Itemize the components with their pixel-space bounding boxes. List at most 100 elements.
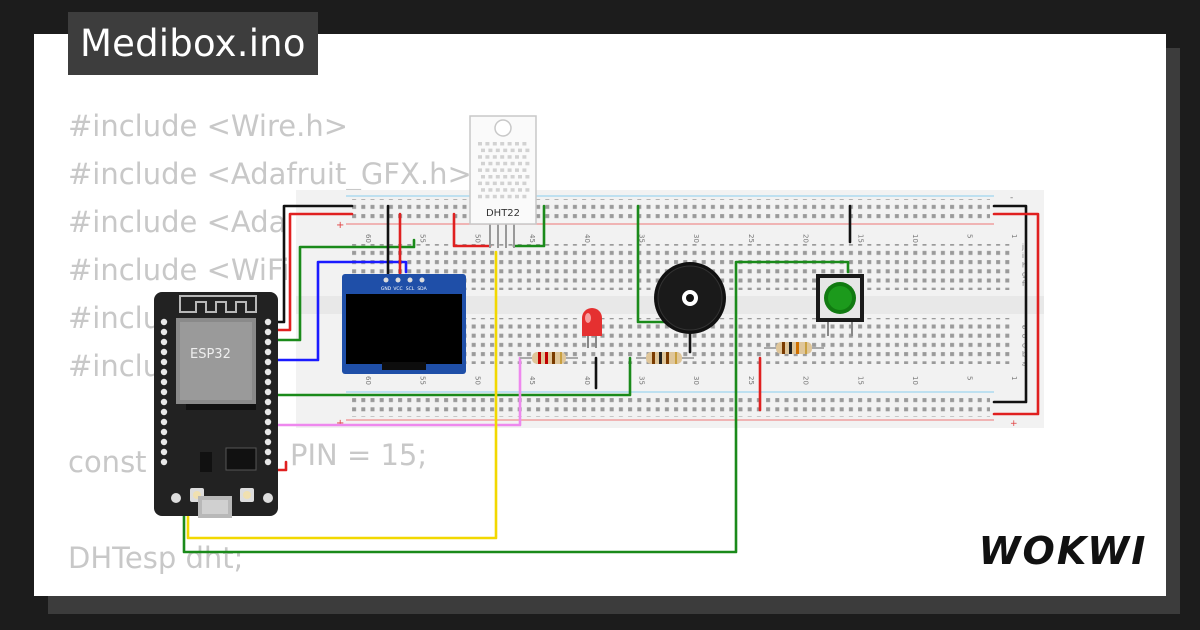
breadboard-column-number: 50: [473, 234, 481, 243]
esp32-pin: [264, 448, 272, 456]
wire-red-right: [992, 212, 1040, 416]
breadboard-column-number: 20: [802, 376, 810, 385]
esp32-pin: [264, 438, 272, 446]
esp32-pin: [160, 328, 168, 336]
esp32-pin: [264, 328, 272, 336]
breadboard-column-number: 60: [364, 376, 372, 385]
wire-black-right: [992, 204, 1028, 404]
esp32-pin: [160, 448, 168, 456]
breadboard-row-letter: a: [1022, 360, 1026, 368]
esp32-pin: [160, 388, 168, 396]
breadboard-column-number: 60: [364, 234, 372, 243]
breadboard-column-number: 45: [528, 376, 536, 385]
code-line: #include <WiFi: [68, 253, 290, 287]
breadboard-row-letter: d: [1022, 332, 1026, 340]
breadboard-column-number: 20: [802, 234, 810, 243]
breadboard-column-number: 40: [583, 234, 591, 243]
esp32-pin: [160, 358, 168, 366]
svg-text:-: -: [1010, 193, 1013, 203]
code-line: #include <Ada: [68, 205, 287, 239]
esp32-board: ESP32: [154, 292, 278, 518]
breadboard-column-number: 10: [911, 376, 919, 385]
breadboard-row-letter: f: [1022, 280, 1025, 288]
project-title: Medibox.ino: [68, 12, 318, 75]
breadboard-column-number: 55: [419, 234, 427, 243]
esp32-pin: [264, 338, 272, 346]
oled-pin-vcc: VCC: [393, 286, 402, 292]
wire-green-dht-gnd: [512, 204, 546, 248]
breadboard-row-letter: i: [1022, 252, 1024, 260]
esp32-pin: [160, 318, 168, 326]
svg-text:+: +: [336, 220, 344, 231]
breadboard-column-number: 45: [528, 234, 536, 243]
breadboard-column-number: 40: [583, 376, 591, 385]
wire-pink: [270, 356, 522, 427]
wire-green-scl: [270, 238, 416, 342]
esp32-pin: [160, 348, 168, 356]
resistor-2: [636, 352, 694, 364]
code-background: #include <Wire.h> #include <Adafruit_GFX…: [68, 102, 472, 582]
esp32-pin: [160, 458, 168, 466]
dht22-sensor: DHT22: [469, 115, 537, 248]
breadboard-column-number: 35: [638, 376, 646, 385]
oled-pin-sda: SDA: [417, 286, 427, 292]
esp32-label: ESP32: [190, 347, 231, 362]
esp32-pin: [264, 348, 272, 356]
esp32-pin: [264, 408, 272, 416]
wokwi-logo: WOKWI: [979, 529, 1148, 573]
esp32-pin: [264, 418, 272, 426]
esp32-pin: [264, 318, 272, 326]
oled-pin-gnd: GND: [381, 286, 392, 292]
resistor-3: [764, 342, 824, 354]
code-line: #include <Wire.h>: [68, 109, 349, 143]
esp32-pin: [160, 428, 168, 436]
oled-pin-scl: SCL: [406, 286, 415, 292]
code-line: DHTesp dht;: [68, 541, 244, 575]
breadboard-column-number: 35: [638, 234, 646, 243]
esp32-pin: [160, 378, 168, 386]
wire-red-dht-vcc: [452, 212, 492, 248]
code-line: #include <Adafruit_GFX.h>: [68, 157, 472, 191]
esp32-pin: [160, 368, 168, 376]
breadboard-column-number: 1: [1010, 234, 1018, 238]
breadboard-column-number: 30: [692, 234, 700, 243]
breadboard-column-number: 55: [419, 376, 427, 385]
push-button: [816, 274, 864, 336]
breadboard-column-number: 5: [966, 376, 974, 380]
breadboard-column-number: 5: [966, 234, 974, 238]
breadboard-row-letter: h: [1022, 261, 1026, 269]
breadboard-column-number: 15: [856, 234, 864, 243]
svg-text:+: +: [336, 418, 344, 429]
wokwi-logo-text: WOKWI: [979, 529, 1148, 573]
svg-text:+: +: [1010, 419, 1018, 429]
code-fragment: PIN = 15;: [290, 438, 428, 472]
esp32-pin: [160, 408, 168, 416]
buzzer: [654, 262, 726, 334]
breadboard-column-number: 15: [856, 376, 864, 385]
esp32-pin: [264, 458, 272, 466]
esp32-pin: [264, 388, 272, 396]
code-line: #inclu: [68, 349, 162, 383]
wire-green-led: [270, 356, 632, 397]
breadboard-row-letter: c: [1022, 341, 1026, 349]
esp32-pin: [160, 398, 168, 406]
breadboard-row-letter: j: [1021, 243, 1024, 251]
wire-blue-sda: [270, 260, 408, 362]
code-line: const: [68, 445, 147, 479]
esp32-pin: [160, 338, 168, 346]
breadboard-row-letter: b: [1022, 351, 1027, 359]
esp32-pin: [264, 398, 272, 406]
code-line: #inclu: [68, 301, 162, 335]
breadboard-row-letter: g: [1022, 271, 1026, 279]
red-led: [582, 308, 602, 348]
esp32-pin: [264, 428, 272, 436]
esp32-pin: [160, 418, 168, 426]
esp32-pin: [160, 438, 168, 446]
resistor-1: [520, 352, 578, 364]
wire-red-vcc: [270, 212, 354, 332]
esp32-pin: [264, 368, 272, 376]
breadboard-column-number: 10: [911, 234, 919, 243]
dht22-label: DHT22: [486, 208, 520, 219]
